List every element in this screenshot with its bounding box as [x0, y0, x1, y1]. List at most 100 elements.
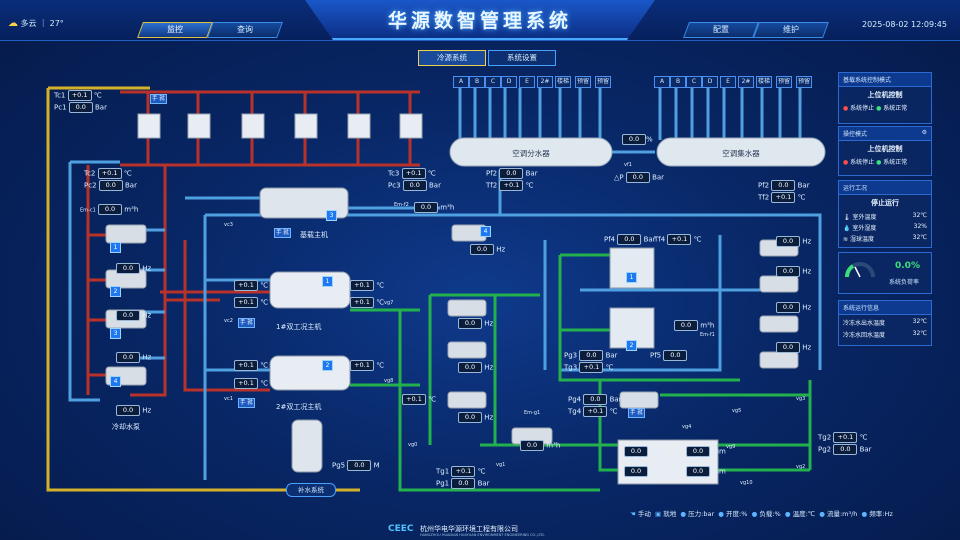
manual-local-toggle[interactable]: 手 就 — [238, 398, 255, 408]
tg3-readout: Tg3 +0.1 ℃ — [564, 362, 614, 373]
branch-b: B — [469, 76, 485, 88]
ok-status-text: 系统正常 — [883, 159, 908, 166]
branch-d: D — [501, 76, 517, 88]
base-chiller-badge: 3 — [326, 210, 337, 221]
ok-status-text: 系统正常 — [883, 105, 908, 112]
local-icon: ▣ — [655, 510, 662, 518]
system-info-title: 系统运行信息 — [839, 301, 931, 315]
chiller1-temp-cond: +0.1 ℃ — [350, 297, 384, 308]
branch-c-r: C — [686, 76, 702, 88]
chilled-pump-4-badge: 4 — [480, 226, 491, 237]
valve-vg2: vg2 — [796, 464, 806, 470]
pi1-readout: 0.0 mm — [624, 446, 664, 457]
chiller2-temp-evap: +0.1 ℃ — [350, 360, 384, 371]
branch-2-r: 2# — [738, 76, 754, 88]
pg2-readout: Pg2 0.0 Bar — [818, 444, 872, 455]
tf4-readout: Tf4 +0.1 ℃ — [654, 234, 702, 245]
pg4-readout: Pg4 0.0 Bar — [568, 394, 622, 405]
ok-status-icon: ● — [876, 105, 882, 112]
valve-vg3: vg3 — [796, 396, 806, 402]
cooling-pump-1-hz: 0.0 Hz — [116, 263, 151, 274]
chiller-2-label: 2#双工况主机 — [276, 403, 322, 411]
pf4-readout: Pf4 0.0 Bar — [604, 234, 656, 245]
op-mode-title: 操控模式⚙ — [839, 127, 931, 141]
tc2-readout: Tc2 +0.1 ℃ — [84, 168, 132, 179]
tg1-readout: Tg1 +0.1 ℃ — [436, 466, 486, 477]
branch-reserve-1-r: 预留 — [776, 76, 792, 88]
chiller-2-badge: 2 — [322, 360, 333, 371]
cooling-towers — [137, 113, 423, 139]
tab-system-settings[interactable]: 系统设置 — [488, 50, 556, 66]
pc3-readout: Pc3 0.0 Bar — [388, 180, 441, 191]
em-g1-readout: 0.0 m³h — [520, 440, 560, 451]
chilled-pump-r1-hz: 0.0 Hz — [776, 236, 811, 247]
tc3-readout: Tc3 +0.1 ℃ — [388, 168, 436, 179]
branch-c: C — [485, 76, 501, 88]
tg4-readout: Tg4 +0.1 ℃ — [568, 406, 618, 417]
chiller2-temp-cond: +0.1 ℃ — [402, 394, 436, 405]
primary-pump-1-hz: 0.0 Hz — [458, 318, 493, 329]
em-f1-readout: 0.0 m³h — [674, 320, 714, 331]
chiller-1-label: 1#双工况主机 — [276, 323, 322, 331]
manual-local-toggle[interactable]: 手 就 — [150, 94, 167, 104]
datetime: 2025-08-02 12:09:45 — [862, 20, 947, 29]
tab-cold-source[interactable]: 冷源系统 — [418, 50, 486, 66]
load-icon: ● — [751, 510, 758, 518]
pf2-right-readout: Pf2 0.0 Bar — [758, 180, 810, 191]
tg2-readout: Tg2 +0.1 ℃ — [818, 432, 868, 443]
pump-badge-3: 3 — [110, 328, 121, 339]
tc1-readout: Tc1 +0.1 ℃ — [54, 90, 102, 101]
cloud-sun-icon: ☁ — [8, 18, 18, 29]
base-mode-title: 基载系统控制模式 — [839, 73, 931, 87]
divider-header: 空调分水器 — [449, 137, 613, 167]
load-percent: 0.0% — [895, 261, 920, 271]
pf5-readout: Pf5 0.0 — [650, 350, 688, 361]
chiller1-temp-out: +0.1 ℃ — [234, 297, 268, 308]
cold-pipes — [68, 88, 822, 480]
manual-local-toggle[interactable]: 手 就 — [628, 408, 645, 418]
exchanger-1-badge: 1 — [626, 272, 637, 283]
base-chiller-label: 基载主机 — [300, 231, 328, 239]
makeup-tank — [291, 419, 323, 473]
plate-exchangers — [609, 247, 655, 349]
valve-vg5: vg5 — [732, 408, 742, 414]
thermometer-icon: 🌡 — [843, 214, 851, 221]
page-title: 华源数智管理系统 — [387, 10, 572, 32]
stop-status-text: 系统停止 — [850, 159, 875, 166]
pg5-readout: Pg5 0.0 M — [332, 460, 380, 471]
chiller2-temp-out: +0.1 ℃ — [234, 378, 268, 389]
manual-local-toggle[interactable]: 手 就 — [238, 318, 255, 328]
branch-b-r: B — [670, 76, 686, 88]
flow-icon: ● — [819, 510, 825, 518]
valve-vg1: vg1 — [496, 462, 506, 468]
chiller2-temp-in: +0.1 ℃ — [234, 360, 268, 371]
pi3-readout: 0.0 mm — [624, 466, 664, 477]
cooling-pump-2-hz: 0.0 Hz — [116, 310, 151, 321]
branch-a-r: A — [654, 76, 670, 88]
stop-status-icon: ● — [843, 159, 849, 166]
branch-d-r: D — [702, 76, 718, 88]
branch-stair: 楼梯 — [555, 76, 571, 88]
valve-vc2: vc2 — [224, 318, 233, 324]
tf2-right-readout: Tf2 +0.1 ℃ — [758, 192, 806, 203]
gear-icon[interactable]: ⚙ — [921, 129, 927, 136]
condition-title: 运行工况 — [839, 181, 931, 195]
branch-e: E — [519, 76, 535, 88]
yellow-pipe — [46, 86, 360, 492]
pg3-readout: Pg3 0.0 Bar — [564, 350, 618, 361]
primary-pump-2-hz: 0.0 Hz — [458, 362, 493, 373]
pi3-label: Pi3 — [630, 476, 641, 484]
pc1-readout: Pc1 0.0 Bar — [54, 102, 107, 113]
frequency-icon: ● — [861, 510, 868, 518]
makeup-system-button[interactable]: 补水系统 — [286, 483, 336, 497]
droplet-icon: 💧 — [843, 225, 851, 232]
chiller-1-badge: 1 — [322, 276, 333, 287]
pump-badge-1: 1 — [110, 242, 121, 253]
manual-local-toggle[interactable]: 手 就 — [274, 228, 291, 238]
pi2-readout: 0.0 mm — [686, 446, 726, 457]
